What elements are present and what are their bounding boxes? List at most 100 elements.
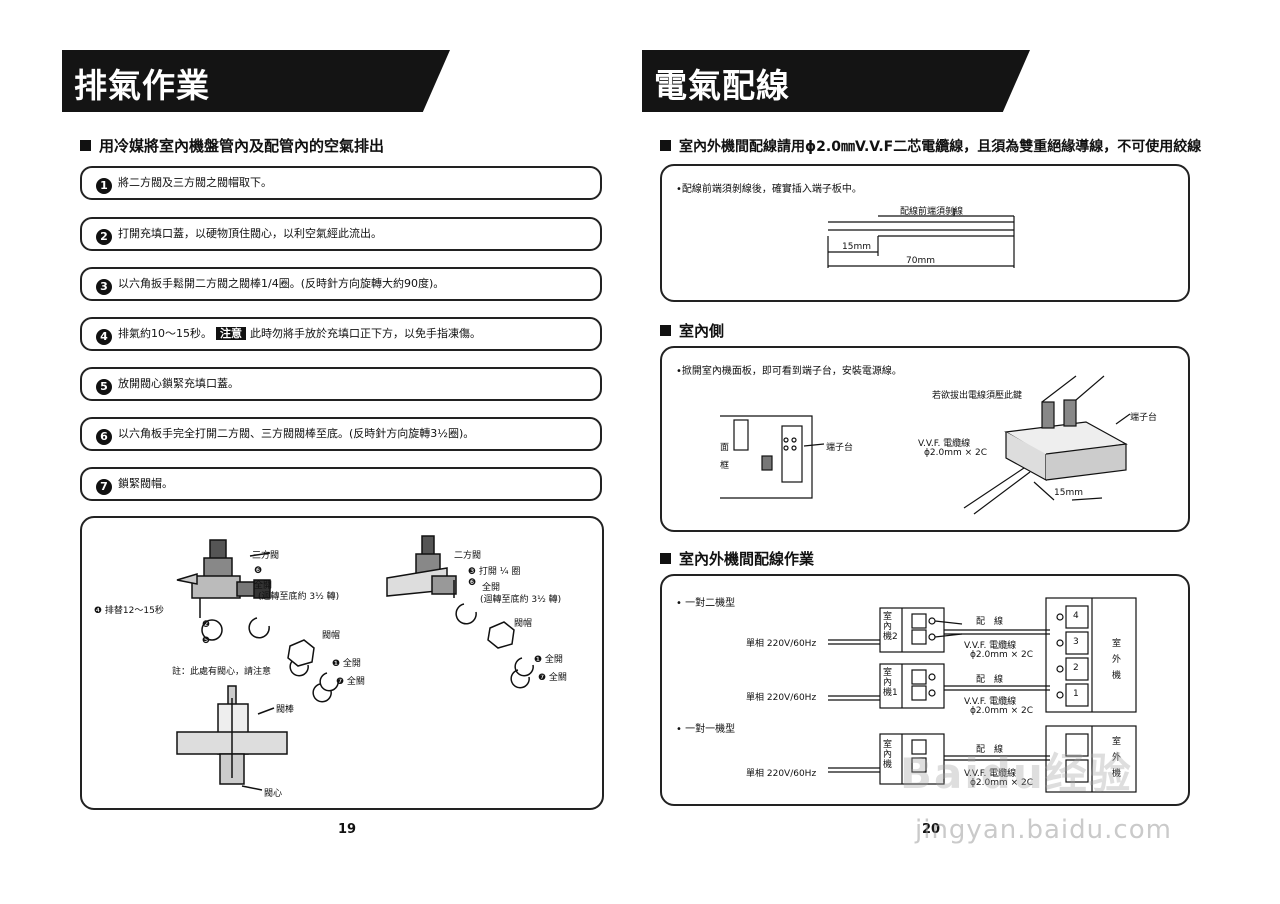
valve-diagram xyxy=(176,535,534,791)
step-text: 此時勿將手放於充填口正下方，以免手指凍傷。 xyxy=(250,327,481,340)
label-power: 單相 220V/60Hz xyxy=(746,769,817,779)
step-number: 4 xyxy=(96,329,112,345)
title-banner: 電氣配線 xyxy=(642,50,1030,112)
label-wiring: 配 線 xyxy=(976,617,1004,627)
square-bullet-icon xyxy=(80,140,91,151)
label-full-open: 全開 xyxy=(482,583,501,593)
label-vvf: V.V.F. 電纜線 xyxy=(964,769,1017,779)
section-heading: 室內外機間配線請用ϕ2.0㎜V.V.F二芯電纜線，且須為雙重絕緣導線，不可使用絞… xyxy=(660,136,1201,156)
page-title: 電氣配線 xyxy=(654,66,790,105)
step-number: 5 xyxy=(96,379,112,395)
step-text: 放開閥心鎖緊充填口蓋。 xyxy=(118,377,239,390)
step-6: 6 以六角板手完全打開二方閥、三方閥閥棒至底。(反時針方向旋轉3½圈)。 xyxy=(80,417,602,451)
section-heading: 室內側 xyxy=(660,320,724,341)
indoor-panel: •掀開室內機面板，即可看到端子台，安裝電源線。 xyxy=(660,346,1190,532)
step-number: 6 xyxy=(96,429,112,445)
label-frame: 框 xyxy=(720,461,730,471)
page-title: 排氣作業 xyxy=(74,66,210,105)
indoor-diagram xyxy=(720,375,1131,515)
label-outdoor: 室外機 xyxy=(1112,737,1122,779)
type-label: • 一對二機型 xyxy=(676,598,736,609)
step-text: 以六角扳手鬆開二方閥之閥棒1/4圈。(反時針方向旋轉大約90度)。 xyxy=(118,277,445,290)
step-number: 3 xyxy=(96,279,112,295)
page-19: 排氣作業 用冷媒將室內機盤管內及配管內的空氣排出 1 將二方閥及三方閥之閥帽取下。… xyxy=(62,50,604,837)
terminal-1: 1 xyxy=(1073,689,1079,699)
wiring-diagram xyxy=(828,597,1137,793)
label-wiring: 配 線 xyxy=(976,675,1004,685)
terminal-3: 3 xyxy=(1073,637,1079,647)
section-heading: 室內外機間配線作業 xyxy=(660,548,814,569)
label-three-way-valve: 三方閥 xyxy=(252,551,280,561)
step-number: 1 xyxy=(96,178,112,194)
label-full-close: ❼ 全關 xyxy=(538,673,567,683)
label-power: 單相 220V/60Hz xyxy=(746,693,817,703)
label-cap: 閥帽 xyxy=(322,631,341,641)
label-cap: 閥帽 xyxy=(514,619,533,629)
label-open-quarter: ❸ 打開 ¼ 圈 xyxy=(468,567,521,577)
label-exhaust: ❹ 排替12～15秒 xyxy=(94,606,164,616)
label-rotate: (迴轉至底約 3½ 轉) xyxy=(258,592,340,602)
label-indoor-2: 室內機2 xyxy=(883,612,898,642)
label-full-close: ❼ 全關 xyxy=(336,677,365,687)
page-number: 20 xyxy=(922,822,941,837)
square-bullet-icon xyxy=(660,553,671,564)
label-spec: ϕ2.0mm × 2C xyxy=(924,448,988,458)
step-text: 打開充填口蓋，以硬物頂住閥心，以利空氣經此流出。 xyxy=(118,227,382,240)
terminal-4: 4 xyxy=(1073,611,1079,621)
label-vvf: V.V.F. 電纜線 xyxy=(964,641,1017,651)
label-indoor-1: 室內機1 xyxy=(883,668,898,698)
label-indoor: 室內機 xyxy=(883,740,893,770)
step-text: 將二方閥及三方閥之閥帽取下。 xyxy=(118,176,272,189)
label-terminal: 端子台 xyxy=(1130,413,1158,423)
strip-panel: •配線前端須剝線後，確實插入端子板中。 配線前端須剝線 15mm 70mm xyxy=(660,164,1190,302)
step-5: 5 放開閥心鎖緊充填口蓋。 xyxy=(80,367,602,401)
label-spec: ϕ2.0mm × 2C xyxy=(970,778,1034,788)
label-core: 閥心 xyxy=(264,789,283,799)
step-4: 4 排氣約10～15秒。注意此時勿將手放於充填口正下方，以免手指凍傷。 xyxy=(80,317,602,351)
square-bullet-icon xyxy=(660,140,671,151)
label-spec: ϕ2.0mm × 2C xyxy=(970,706,1034,716)
watermark-url: jingyan.baidu.com xyxy=(915,815,1172,845)
step-2: 2 打開充填口蓋，以硬物頂住閥心，以利空氣經此流出。 xyxy=(80,217,602,251)
step-number: 2 xyxy=(96,229,112,245)
label-dim-15: 15mm xyxy=(842,242,871,252)
label-vvf: V.V.F. 電纜線 xyxy=(964,697,1017,707)
marker-2: ❷ xyxy=(202,620,211,630)
step-3: 3 以六角扳手鬆開二方閥之閥棒1/4圈。(反時針方向旋轉大約90度)。 xyxy=(80,267,602,301)
step-1: 1 將二方閥及三方閥之閥帽取下。 xyxy=(80,166,602,200)
step-text: 鎖緊閥帽。 xyxy=(118,477,173,490)
step-text: 以六角板手完全打開二方閥、三方閥閥棒至底。(反時針方向旋轉3½圈)。 xyxy=(118,427,475,440)
step-text: 排氣約10～15秒。 xyxy=(118,327,212,340)
type-label: • 一對一機型 xyxy=(676,724,736,735)
label-vvf: V.V.F. 電纜線 xyxy=(918,439,971,449)
caution-badge: 注意 xyxy=(216,327,246,340)
label-full-open: ❶ 全開 xyxy=(332,659,361,669)
wiring-panel: • 一對二機型 • 一對一機型 xyxy=(660,574,1190,806)
watermark: Baidu经验 xyxy=(900,749,1133,798)
label-rotate: (迴轉至底約 3½ 轉) xyxy=(480,595,562,605)
section-heading: 用冷媒將室內機盤管內及配管內的空氣排出 xyxy=(80,135,384,156)
label-spec: ϕ2.0mm × 2C xyxy=(970,650,1034,660)
label-wiring: 配 線 xyxy=(976,745,1004,755)
strip-diagram xyxy=(827,208,1015,268)
label-face: 面 xyxy=(720,443,730,453)
label-full-open: ❶ 全開 xyxy=(534,655,563,665)
page-20: 電氣配線 室內外機間配線請用ϕ2.0㎜V.V.F二芯電纜線，且須為雙重絕緣導線，… xyxy=(640,0,1280,904)
label-stem: 閥棒 xyxy=(276,705,295,715)
label-dim-70: 70mm xyxy=(906,256,935,266)
label-outdoor: 室外機 xyxy=(1112,639,1122,681)
marker-6: ❻ xyxy=(468,578,477,588)
label-power: 單相 220V/60Hz xyxy=(746,639,817,649)
label-strip: 配線前端須剝線 xyxy=(900,207,964,217)
title-banner: 排氣作業 xyxy=(62,50,450,112)
label-note: 註：此處有閥心，請注意 xyxy=(172,667,272,677)
label-full-open: 全開 xyxy=(254,581,273,591)
panel-note: •掀開室內機面板，即可看到端子台，安裝電源線。 xyxy=(676,366,902,377)
label-terminal: 端子台 xyxy=(826,443,854,453)
label-two-way-valve: 二方閥 xyxy=(454,551,482,561)
valve-diagram-panel: 三方閥 ❻ 全開 (迴轉至底約 3½ 轉) ❹ 排替12～15秒 ❷ ❺ 閥帽 … xyxy=(80,516,604,810)
label-dim: 15mm xyxy=(1054,488,1083,498)
marker-6: ❻ xyxy=(254,566,263,576)
label-press-hint: 若欲拔出電線須壓此鍵 xyxy=(932,391,1023,401)
